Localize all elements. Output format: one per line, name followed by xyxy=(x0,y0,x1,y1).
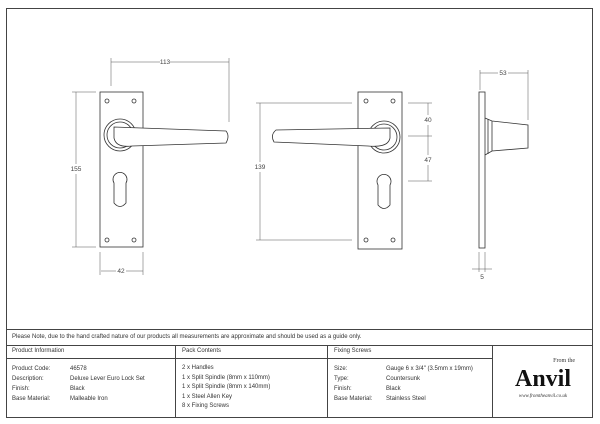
dim-plate-width: 42 xyxy=(117,268,125,275)
info-row: Base Material: Malleable Iron xyxy=(12,394,169,404)
euro-keyhole xyxy=(112,171,128,207)
dim-height: 155 xyxy=(71,166,82,173)
panel-title: Product Information xyxy=(6,345,175,359)
backplate xyxy=(99,91,144,248)
drawing: 113 155 42 139 40 47 53 5 xyxy=(70,58,529,281)
screw-hole xyxy=(390,98,396,104)
backplate xyxy=(357,91,403,250)
from-the-anvil-logo: From the Anvil www.fromtheanvil.co.uk xyxy=(493,345,593,418)
value: Gauge 6 x 3/4" (3.5mm x 19mm) xyxy=(386,366,473,372)
dimension-lines xyxy=(72,58,529,275)
info-row: Base Material: Stainless Steel xyxy=(334,394,486,404)
lever xyxy=(113,126,229,147)
logo-from-text: From the xyxy=(553,358,575,364)
list-item: 1 x Steel Allen Key xyxy=(182,393,233,400)
rose-side xyxy=(484,117,529,156)
label: Description: xyxy=(12,376,44,382)
info-row: Type: Countersunk xyxy=(334,374,486,384)
screw-hole xyxy=(363,98,369,104)
lever xyxy=(272,127,391,147)
value: Malleable Iron xyxy=(70,396,108,402)
value: Countersunk xyxy=(386,376,421,382)
info-row: Finish: Black xyxy=(334,384,486,394)
value: Black xyxy=(70,386,85,392)
disclaimer-note: Please Note, due to the hand crafted nat… xyxy=(6,329,593,346)
value: Black xyxy=(386,386,401,392)
side-view xyxy=(478,91,529,249)
screw-hole xyxy=(131,237,137,243)
screw-hole xyxy=(104,98,110,104)
label: Base Material: xyxy=(334,396,373,402)
dim-lever-to-cylinder: 47 xyxy=(424,157,432,164)
list-item: 2 x Handles xyxy=(182,365,214,371)
panel-title: Pack Contents xyxy=(176,345,327,359)
sheet-border xyxy=(6,8,593,418)
list-item: 1 x Split Spindle (8mm x 140mm) xyxy=(182,384,271,390)
label: Size: xyxy=(334,366,348,372)
front-view-left xyxy=(99,91,229,248)
screw-hole xyxy=(390,237,396,243)
label: Finish: xyxy=(334,386,352,392)
fixing-screws-panel: Fixing Screws Size: Gauge 6 x 3/4" (3.5mm… xyxy=(328,345,493,418)
logo-name: Anvil xyxy=(514,366,571,392)
label: Base Material: xyxy=(12,396,51,402)
screw-hole xyxy=(363,237,369,243)
panel-title: Fixing Screws xyxy=(328,345,492,359)
value: Deluxe Lever Euro Lock Set xyxy=(70,376,145,382)
dim-projection: 53 xyxy=(499,70,507,77)
list-item: 1 x Split Spindle (8mm x 110mm) xyxy=(182,374,270,381)
info-row: Description: Deluxe Lever Euro Lock Set xyxy=(12,374,169,384)
value: Stainless Steel xyxy=(386,396,426,402)
pack-contents-panel: Pack Contents 2 x Handles 1 x Split Spin… xyxy=(176,345,328,418)
screw-hole xyxy=(104,237,110,243)
label: Finish: xyxy=(12,386,30,392)
euro-keyhole xyxy=(376,173,392,209)
front-view-right xyxy=(272,91,403,250)
screw-hole xyxy=(131,98,137,104)
logo-url: www.fromtheanvil.co.uk xyxy=(518,394,568,399)
dim-top-to-lever: 40 xyxy=(424,117,432,124)
info-row: Finish: Black xyxy=(12,384,169,394)
info-row: Size: Gauge 6 x 3/4" (3.5mm x 19mm) xyxy=(334,364,486,374)
dim-fixing-centres: 139 xyxy=(255,164,266,171)
backplate-side xyxy=(478,91,486,249)
dim-plate-thickness: 5 xyxy=(480,274,484,281)
product-information-panel: Product Information Product Code: 46578 D… xyxy=(6,345,176,418)
value: 46578 xyxy=(70,366,87,372)
list-item: 8 x Fixing Screws xyxy=(182,403,230,409)
info-row: Product Code: 46578 xyxy=(12,364,169,374)
label: Product Code: xyxy=(12,366,51,372)
dim-width: 113 xyxy=(160,59,171,66)
label: Type: xyxy=(334,376,349,382)
